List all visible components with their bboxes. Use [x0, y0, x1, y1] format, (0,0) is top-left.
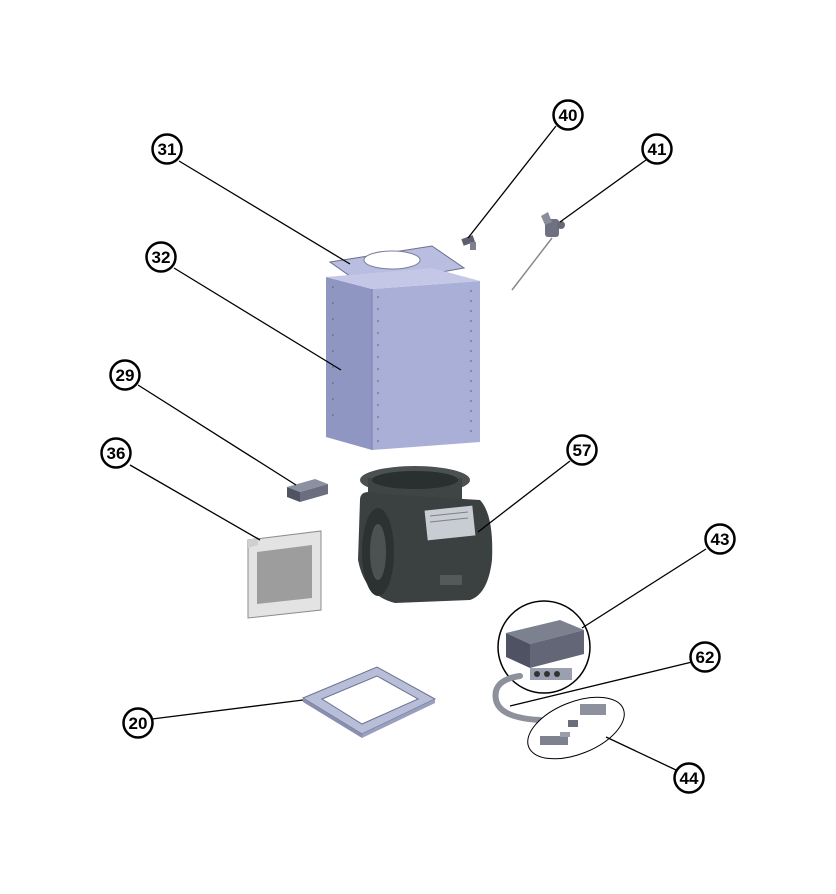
callout-label: 40 [559, 106, 578, 125]
part-57-blower-motor [358, 466, 493, 603]
callout-label: 41 [648, 140, 667, 159]
callout-40: 40 [552, 99, 584, 131]
callout-label: 29 [116, 366, 135, 385]
callout-label: 44 [680, 769, 699, 788]
callout-label: 32 [152, 248, 171, 267]
part-44-small-components [527, 696, 625, 760]
callout-label: 62 [696, 648, 715, 667]
part-62-cable [492, 673, 543, 723]
callout-label: 20 [129, 714, 148, 733]
callout-32: 32 [145, 241, 177, 273]
callout-label: 43 [711, 530, 730, 549]
callout-57: 57 [566, 434, 598, 466]
callout-label: 31 [158, 140, 177, 159]
part-40-clip [461, 235, 476, 250]
callout-label: 57 [573, 441, 592, 460]
leader-lines [129, 125, 707, 771]
callout-29: 29 [109, 359, 141, 391]
callout-20: 20 [122, 707, 154, 739]
part-32-housing [326, 268, 480, 450]
part-29-block [287, 479, 328, 502]
callout-41: 41 [641, 133, 673, 165]
callout-label: 36 [107, 444, 126, 463]
callout-31: 31 [151, 133, 183, 165]
part-20-frame [301, 666, 437, 738]
callout-44: 44 [673, 762, 705, 794]
callout-62: 62 [689, 641, 721, 673]
part-43-control-box [497, 600, 591, 694]
callout-43: 43 [704, 523, 736, 555]
part-41-cable-gland [511, 212, 565, 291]
part-36-filter-panel [247, 530, 322, 619]
callout-36: 36 [100, 437, 132, 469]
